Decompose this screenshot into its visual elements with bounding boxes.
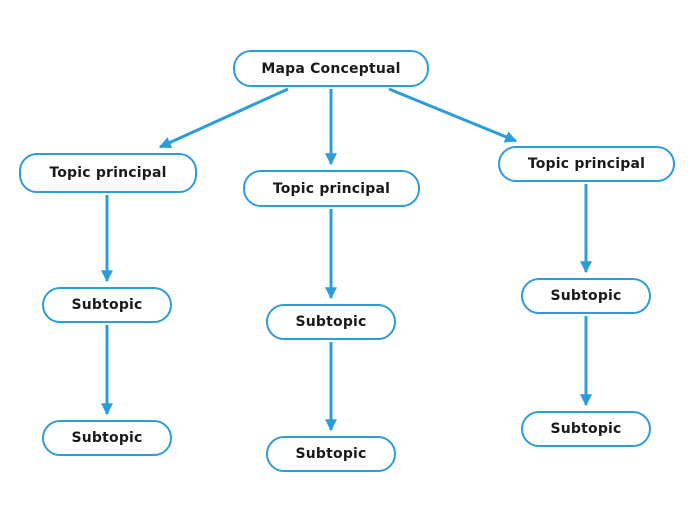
node-subtopic-right-2-label: Subtopic bbox=[550, 421, 622, 437]
edge-root-to-topic-right bbox=[388, 87, 518, 143]
node-subtopic-left-2-label: Subtopic bbox=[71, 430, 143, 446]
node-subtopic-left-1-label: Subtopic bbox=[71, 297, 143, 313]
node-subtopic-middle-2[interactable]: Subtopic bbox=[266, 436, 396, 472]
node-subtopic-right-1[interactable]: Subtopic bbox=[521, 278, 651, 314]
node-subtopic-left-2[interactable]: Subtopic bbox=[42, 420, 172, 456]
node-root-label: Mapa Conceptual bbox=[261, 60, 401, 77]
node-subtopic-middle-1-label: Subtopic bbox=[295, 314, 367, 330]
node-topic-right[interactable]: Topic principal bbox=[498, 146, 675, 182]
node-topic-right-label: Topic principal bbox=[527, 156, 646, 172]
node-topic-middle[interactable]: Topic principal bbox=[243, 170, 420, 207]
node-subtopic-right-1-label: Subtopic bbox=[550, 288, 622, 304]
node-topic-left[interactable]: Topic principal bbox=[19, 153, 197, 193]
node-subtopic-right-2[interactable]: Subtopic bbox=[521, 411, 651, 447]
edge-root-to-topic-left bbox=[158, 87, 289, 149]
node-subtopic-left-1[interactable]: Subtopic bbox=[42, 287, 172, 323]
node-topic-middle-label: Topic principal bbox=[272, 180, 391, 197]
node-root[interactable]: Mapa Conceptual bbox=[233, 50, 429, 87]
node-topic-left-label: Topic principal bbox=[49, 165, 167, 181]
node-subtopic-middle-1[interactable]: Subtopic bbox=[266, 304, 396, 340]
node-subtopic-middle-2-label: Subtopic bbox=[295, 446, 367, 462]
